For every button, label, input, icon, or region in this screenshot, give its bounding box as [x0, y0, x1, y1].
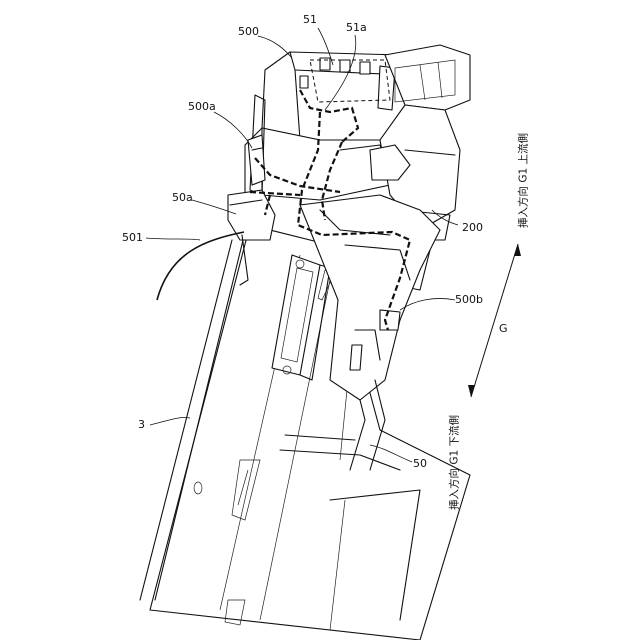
housing-500	[245, 52, 410, 205]
label-3: 3	[138, 419, 145, 430]
label-500b: 500b	[455, 294, 483, 305]
label-50: 50	[413, 458, 427, 469]
label-51a: 51a	[346, 22, 367, 33]
label-200: 200	[462, 222, 483, 233]
label-501: 501	[122, 232, 143, 243]
downstream-direction-label: 挿入方向 G1 下流側	[447, 408, 462, 518]
label-500: 500	[238, 26, 259, 37]
upstream-direction-label: 挿入方向 G1 上流側	[516, 126, 531, 236]
label-500a: 500a	[188, 101, 216, 112]
label-g: G	[499, 323, 508, 334]
label-50a: 50a	[172, 192, 193, 203]
direction-arrow-g	[468, 244, 521, 397]
label-51: 51	[303, 14, 317, 25]
